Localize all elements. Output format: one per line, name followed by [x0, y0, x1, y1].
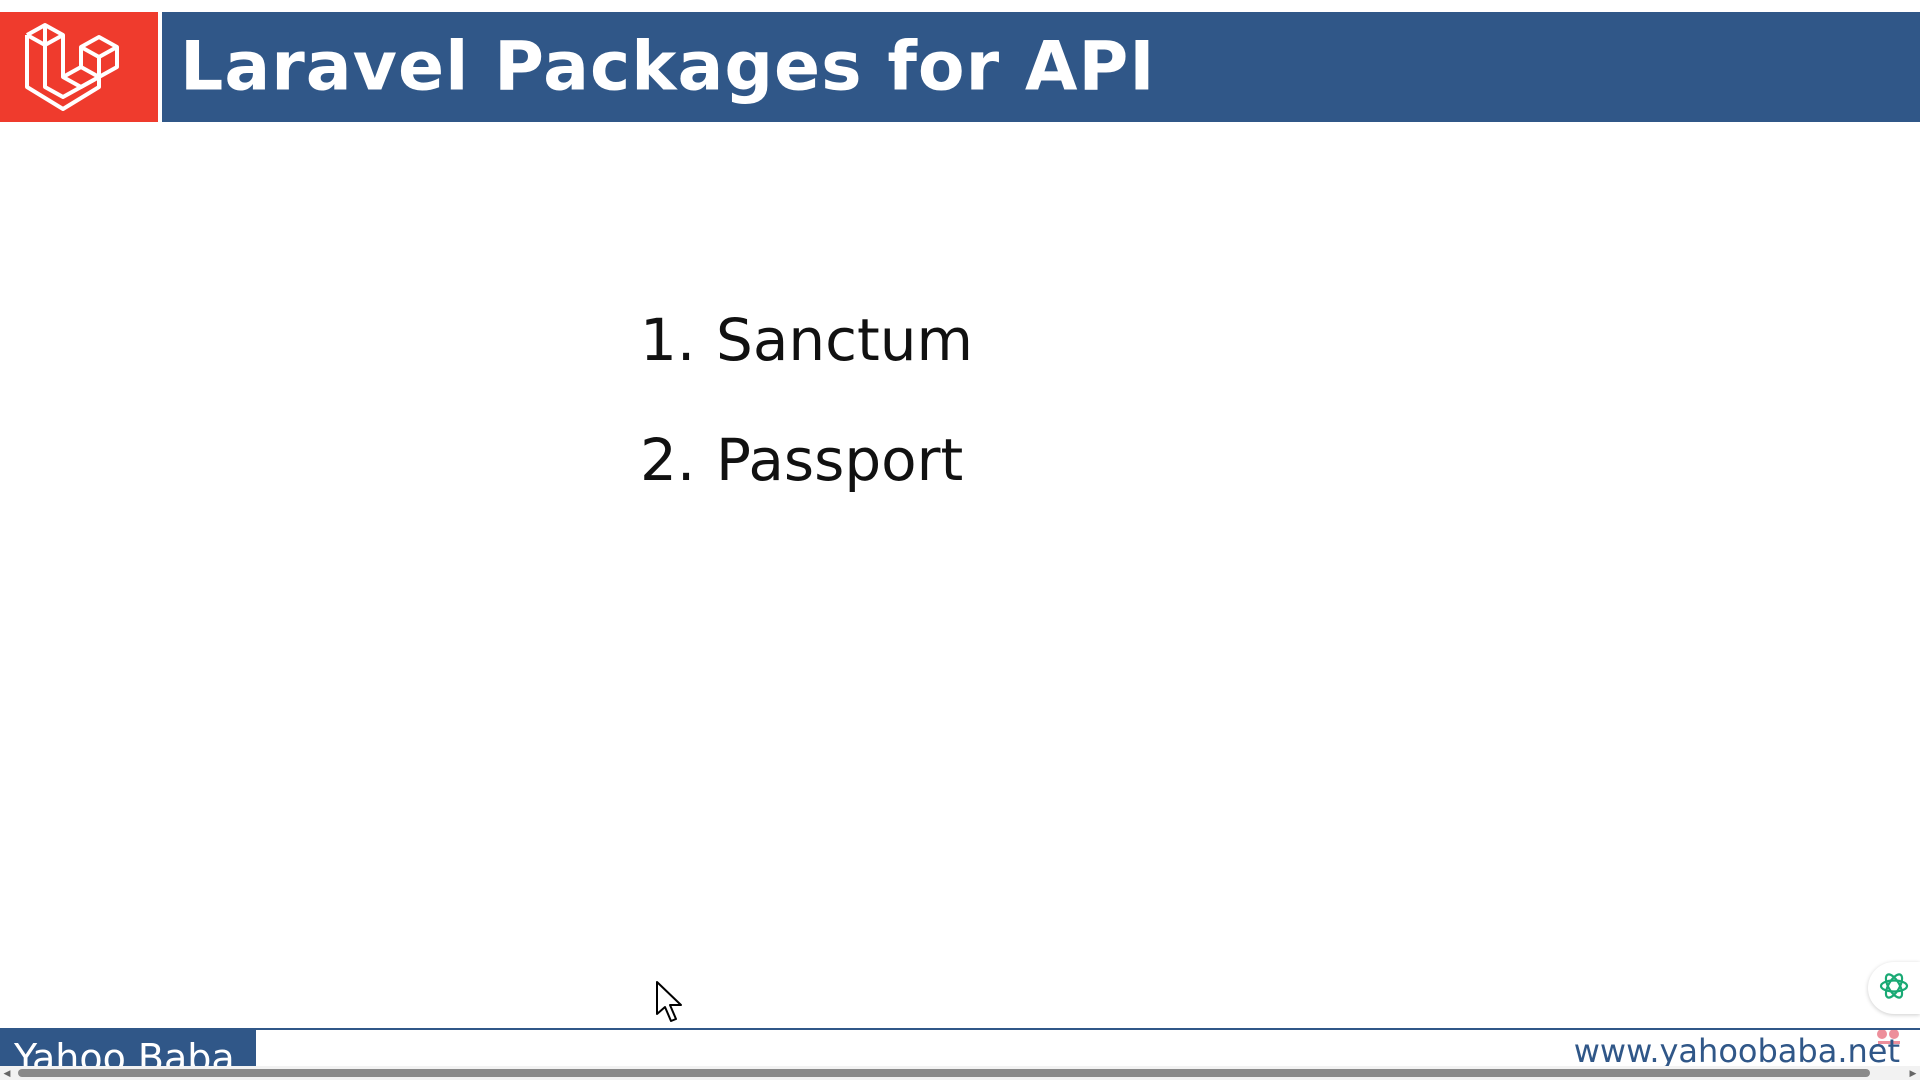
footer-url: www.yahoobaba.net [1573, 1032, 1900, 1070]
footer-brand-box: Yahoo Baba [0, 1030, 256, 1068]
scroll-left-arrow-icon[interactable]: ◀ [3, 1068, 11, 1078]
laravel-logo-icon [0, 12, 158, 122]
assistant-icon [1878, 970, 1910, 1007]
footer-divider [0, 1028, 1920, 1030]
assistant-button[interactable] [1868, 962, 1920, 1014]
yahoobaba-watermark-icon [1870, 1022, 1914, 1046]
title-bar: Laravel Packages for API [162, 12, 1920, 122]
slide-title: Laravel Packages for API [180, 27, 1156, 107]
mouse-cursor-icon [655, 980, 685, 1024]
footer-brand: Yahoo Baba [14, 1036, 235, 1068]
list-item: 1. Sanctum [640, 306, 973, 426]
list-item: 2. Passport [640, 426, 973, 546]
list-item-number: 2. [640, 426, 696, 494]
scroll-right-arrow-icon[interactable]: ▶ [1909, 1068, 1917, 1078]
scrollbar-thumb[interactable] [18, 1069, 1870, 1077]
list-item-number: 1. [640, 306, 696, 374]
list-item-label: Sanctum [716, 306, 974, 374]
list-item-label: Passport [716, 426, 964, 494]
package-list: 1. Sanctum 2. Passport [640, 306, 973, 546]
slide-header: Laravel Packages for API [0, 12, 1920, 122]
horizontal-scrollbar[interactable]: ◀ ▶ [0, 1066, 1920, 1080]
